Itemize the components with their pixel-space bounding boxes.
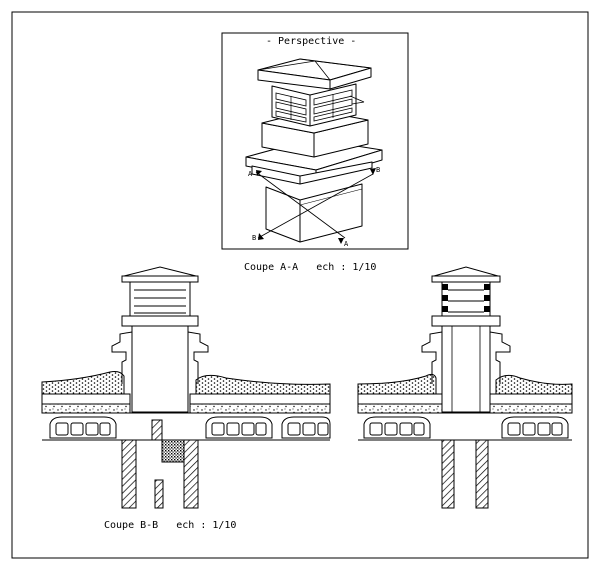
perspective-view: [221, 32, 409, 250]
perspective-title: - Perspective -: [266, 36, 357, 47]
section-aa-drawing: [41, 266, 331, 509]
section-bb-caption: Coupe B-B ech : 1/10: [104, 520, 237, 531]
marker-arrow-b2: [258, 233, 264, 240]
section-bb-drawing: [357, 266, 573, 509]
marker-arrow-a2: [338, 238, 344, 244]
cut-line-a: [255, 171, 346, 239]
sheet-border: [11, 11, 589, 559]
marker-label-a1: A: [248, 170, 253, 178]
marker-arrow-a1: [256, 170, 262, 176]
marker-arrow-b1: [370, 168, 376, 175]
marker-label-b1: B: [376, 166, 381, 174]
section-aa-caption: Coupe A-A ech : 1/10: [244, 262, 377, 273]
perspective-frame: [221, 32, 409, 250]
marker-label-a2: A: [344, 240, 349, 248]
cut-line-b: [257, 173, 374, 239]
marker-label-b2: B: [252, 234, 257, 242]
